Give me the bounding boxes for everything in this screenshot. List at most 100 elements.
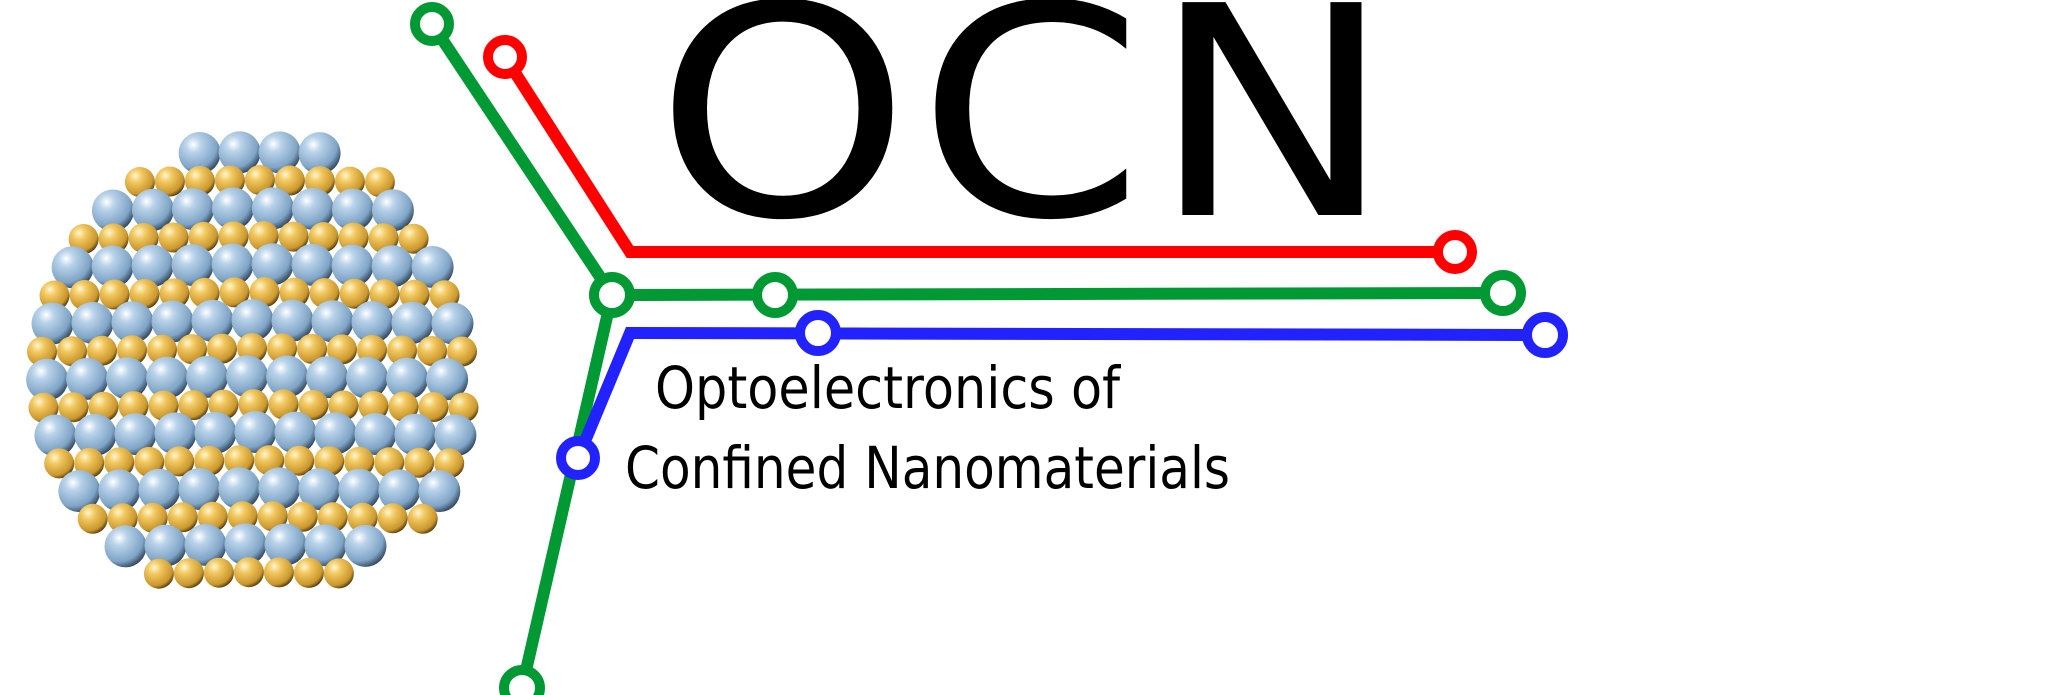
gold-atom (173, 558, 204, 589)
blue-atom (394, 413, 437, 456)
gold-atom (58, 392, 89, 423)
blue-atom (271, 299, 314, 342)
gold-atom (207, 333, 237, 364)
blue-atom (351, 301, 394, 343)
blue-atom (184, 523, 227, 566)
subtitle-line-1: Optoelectronics of (655, 354, 1121, 422)
gold-atom (257, 501, 288, 532)
blue-atom (291, 187, 334, 230)
gold-atom (344, 446, 375, 477)
gold-atom (293, 557, 324, 588)
gold-atom (327, 334, 357, 365)
gold-atom (159, 278, 190, 309)
gold-atom (364, 167, 395, 198)
blue-atom (211, 187, 254, 230)
gold-atom (99, 279, 130, 310)
blue-atom (331, 244, 374, 287)
gold-atom (404, 447, 435, 478)
blue-atom (91, 189, 134, 232)
gold-atom (418, 392, 449, 422)
gold-atom (238, 389, 269, 420)
gold-atom (268, 389, 299, 420)
blue-atom (314, 412, 357, 455)
blue-atom (91, 245, 134, 288)
nanocrystal-sphere-icon (26, 131, 479, 589)
blue-atom (178, 468, 221, 510)
blue-atom (218, 131, 261, 174)
blue-atom (354, 413, 397, 455)
subtitle-line-2: Confined Nanomaterials (625, 434, 1230, 502)
blue-atom (131, 244, 174, 287)
gold-atom (177, 334, 207, 365)
gold-atom (338, 222, 369, 253)
blue-atom (304, 524, 347, 567)
blue-atom (266, 355, 309, 398)
red-node (483, 35, 527, 79)
blue-atom (426, 358, 469, 401)
gold-atom (219, 277, 250, 308)
blue-atom (298, 468, 341, 511)
gold-atom (129, 279, 160, 309)
gold-atom (358, 391, 389, 421)
blue-atom (194, 411, 237, 454)
blue-atom (191, 299, 234, 342)
blue-atom (258, 131, 301, 174)
blue-atom (224, 523, 267, 566)
gold-atom (178, 390, 209, 421)
blue-atom (226, 355, 269, 398)
blue-atom (26, 358, 69, 401)
green-line (516, 293, 618, 690)
blue-atom (151, 300, 194, 343)
blue-atom (31, 302, 74, 345)
gold-atom (388, 391, 419, 422)
red-node (1433, 230, 1477, 274)
blue-atom (431, 302, 474, 345)
gold-atom (263, 557, 294, 588)
blue-atom (144, 524, 187, 567)
green-node (1480, 270, 1526, 316)
blue-node (795, 310, 841, 356)
gold-atom (57, 336, 87, 367)
blue-atom (34, 414, 77, 457)
gold-atom (284, 445, 315, 476)
gold-atom (278, 221, 309, 252)
circuit-lines-icon (410, 2, 1568, 695)
blue-node (1522, 312, 1568, 358)
gold-atom (218, 221, 249, 252)
blue-atom (234, 411, 277, 453)
blue-atom (218, 467, 261, 510)
gold-atom (298, 390, 329, 420)
gold-atom (164, 446, 195, 477)
blue-atom (131, 188, 174, 231)
blue-atom (178, 132, 221, 174)
blue-atom (154, 412, 197, 455)
gold-atom (39, 280, 70, 311)
gold-atom (87, 335, 117, 366)
blue-atom (338, 468, 381, 511)
blue-atom (231, 299, 274, 342)
gold-atom (233, 557, 264, 588)
blue-atom (51, 246, 94, 289)
gold-atom (339, 278, 370, 309)
blue-atom (411, 246, 454, 288)
blue-atom (371, 189, 414, 232)
green-node (499, 665, 545, 695)
blue-atom (258, 467, 301, 510)
gold-atom (203, 557, 234, 588)
blue-atom (346, 356, 389, 399)
blue-atom (251, 243, 294, 286)
gold-atom (107, 503, 138, 534)
gold-atom (158, 222, 189, 253)
gold-atom (98, 223, 129, 254)
blue-atom (291, 243, 334, 286)
blue-atom (98, 469, 141, 512)
blue-atom (171, 244, 214, 287)
gold-atom (399, 279, 430, 310)
blue-atom (264, 523, 307, 566)
blue-atom (391, 301, 434, 344)
red-line (499, 53, 1440, 258)
gold-atom (398, 223, 429, 254)
gold-atom (224, 445, 255, 476)
blue-atom (66, 357, 109, 400)
